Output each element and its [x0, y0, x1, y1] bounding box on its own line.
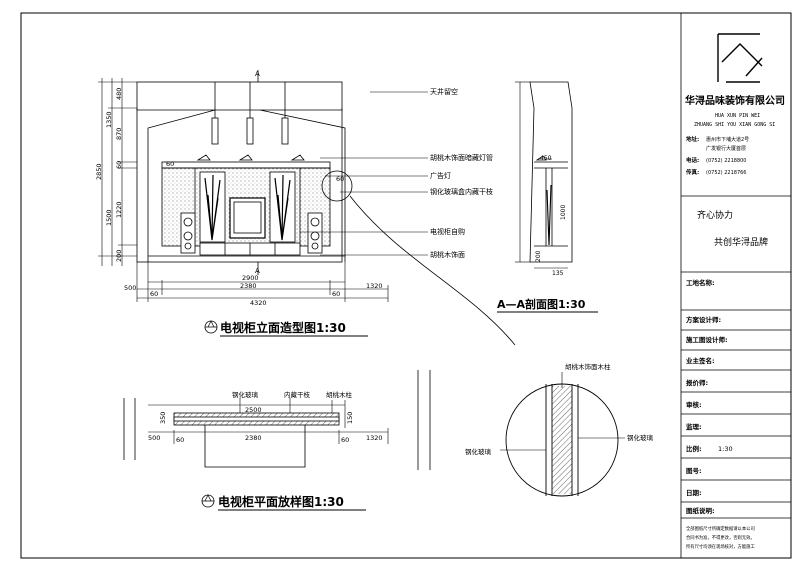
dim-500: 500 [124, 284, 136, 292]
dim-small-60a: 60 [166, 160, 174, 168]
tel-label: 电话: [686, 156, 699, 164]
dim-200: 200 [115, 250, 123, 262]
elevation-left-dims [98, 78, 137, 266]
plan-dim-60b: 60 [341, 436, 349, 444]
elevation-leaders [300, 91, 428, 256]
title-block [680, 13, 791, 558]
plan-dim-150: 150 [346, 412, 354, 424]
elevation-bottom-dim-text: 2900 500 2380 60 60 1320 4320 60 60 [124, 160, 383, 307]
tel-value: (0752) 2218800 [706, 158, 746, 164]
plan-dim-2500: 2500 [245, 406, 262, 414]
plan-dim-350: 350 [159, 412, 167, 424]
slogan-1: 齐心协力 [697, 209, 733, 221]
elevation-title: 电视柜立面造型图1:30 [204, 320, 368, 337]
notes-line-3: 所有尺寸均须在现场核对，方能施工 [686, 543, 755, 550]
dim-2850: 2850 [95, 163, 103, 180]
section-view [515, 81, 573, 269]
section-title: A—A剖面图1:30 [497, 297, 586, 311]
title-block-text: 华浔品味装饰有限公司 HUA XUN PIN WEI ZHUANG SHI YO… [685, 94, 785, 550]
dim-2900: 2900 [242, 274, 259, 282]
plan-dim-500: 500 [148, 434, 160, 442]
section-mark-bottom: A [255, 267, 260, 275]
label-walnut-light: 胡桃木饰面暗藏灯管 [430, 153, 493, 162]
slogan-2: 共创华浔品牌 [714, 236, 768, 248]
plan-title: 电视柜平面放样图1:30 [201, 494, 366, 511]
row-designer: 方案设计师: [686, 315, 721, 324]
address-line-1: 惠州市下埔大道2号 [706, 136, 749, 143]
dim-2380: 2380 [240, 282, 257, 290]
sec-dim-1000: 1000 [560, 205, 567, 220]
dim-60: 60 [115, 161, 123, 169]
sec-dim-135: 135 [552, 270, 564, 277]
dim-60b: 60 [332, 290, 340, 298]
address-label: 地址: [686, 135, 699, 143]
row-scale-value: 1:30 [718, 445, 733, 453]
detail-label-top: 胡桃木饰面木柱 [565, 362, 611, 371]
label-walnut-face: 胡桃木饰面 [430, 250, 465, 259]
company-pinyin-2: ZHUANG SHI YOU XIAN GONG SI [694, 122, 775, 128]
sec-dim-200: 200 [535, 250, 542, 262]
dim-1220: 1220 [115, 201, 123, 218]
dim-1350: 1350 [105, 111, 113, 128]
section-mark-top: A [255, 70, 260, 78]
plan-title-text: 电视柜平面放样图1:30 [218, 494, 344, 509]
elevation-bottom-dims [136, 262, 389, 302]
row-scale: 比例: [686, 444, 702, 453]
plan-dim-2380: 2380 [245, 434, 262, 442]
dim-870: 870 [115, 128, 123, 140]
row-owner-signature: 业主签名: [686, 356, 715, 365]
label-glass: 钢化玻璃盒内藏干枝 [430, 187, 493, 196]
plan-label-glass: 钢化玻璃 [232, 390, 259, 399]
sec-dim-450: 450 [540, 155, 552, 162]
dim-1320: 1320 [366, 282, 383, 290]
notes-line-2: 合同书为准，不得更改，否则无效。 [686, 534, 755, 541]
elevation-left-dim-text: 480 1350 870 2850 60 1500 1220 200 [95, 88, 123, 262]
dim-4320: 4320 [250, 299, 267, 307]
elevation-labels: 天井留空 胡桃木饰面暗藏灯管 广告灯 钢化玻璃盒内藏干枝 电视柜自购 胡桃木饰面 [430, 87, 493, 259]
sheet-border [20, 12, 792, 559]
detail-labels: 胡桃木饰面木柱 钢化玻璃 钢化玻璃 [465, 362, 654, 456]
row-supervisor: 监理: [686, 422, 702, 431]
notes-label: 图纸说明: [686, 506, 715, 515]
fax-label: 传真: [685, 168, 699, 176]
plan-dim-60a: 60 [176, 436, 184, 444]
dim-60a: 60 [150, 290, 158, 298]
plan-label-dry-branch: 内藏干枝 [284, 390, 311, 399]
row-review: 审核: [686, 400, 702, 409]
row-quoter: 报价师: [686, 378, 708, 387]
elevation-title-text: 电视柜立面造型图1:30 [220, 320, 346, 335]
dim-480: 480 [115, 88, 123, 100]
detail-view [500, 372, 625, 497]
plan-label-walnut-post: 胡桃木柱 [326, 390, 353, 399]
row-site-name: 工地名称: [686, 278, 715, 287]
row-drawing-no: 图号: [686, 466, 702, 475]
row-construction-designer: 施工图设计师: [686, 335, 728, 344]
address-line-2: 广发银行大厦首层 [706, 145, 746, 152]
dim-small-60b: 60 [336, 175, 344, 183]
notes-line-1: 全部图纸尺寸所确定数据请以本公司 [686, 525, 755, 532]
detail-label-left: 钢化玻璃 [465, 447, 492, 456]
company-pinyin-1: HUA XUN PIN WEI [715, 113, 760, 119]
detail-label-right: 钢化玻璃 [627, 433, 654, 442]
fax-value: (0752) 2218766 [706, 170, 746, 176]
plan-view [123, 370, 431, 470]
row-date: 日期: [686, 488, 702, 497]
label-ad-lamp: 广告灯 [430, 171, 451, 180]
plan-labels: 钢化玻璃 内藏干枝 胡桃木柱 2500 2380 500 60 60 1320 … [148, 390, 383, 444]
company-name: 华浔品味装饰有限公司 [685, 94, 785, 107]
plan-dim-1320: 1320 [366, 434, 383, 442]
label-ceiling: 天井留空 [430, 87, 458, 96]
section-dims: 450 1000 200 135 [535, 155, 567, 277]
dim-1500: 1500 [105, 209, 113, 226]
label-tv-cabinet: 电视柜自购 [430, 227, 465, 236]
elevation-view [136, 70, 516, 346]
company-logo-icon [717, 33, 763, 83]
